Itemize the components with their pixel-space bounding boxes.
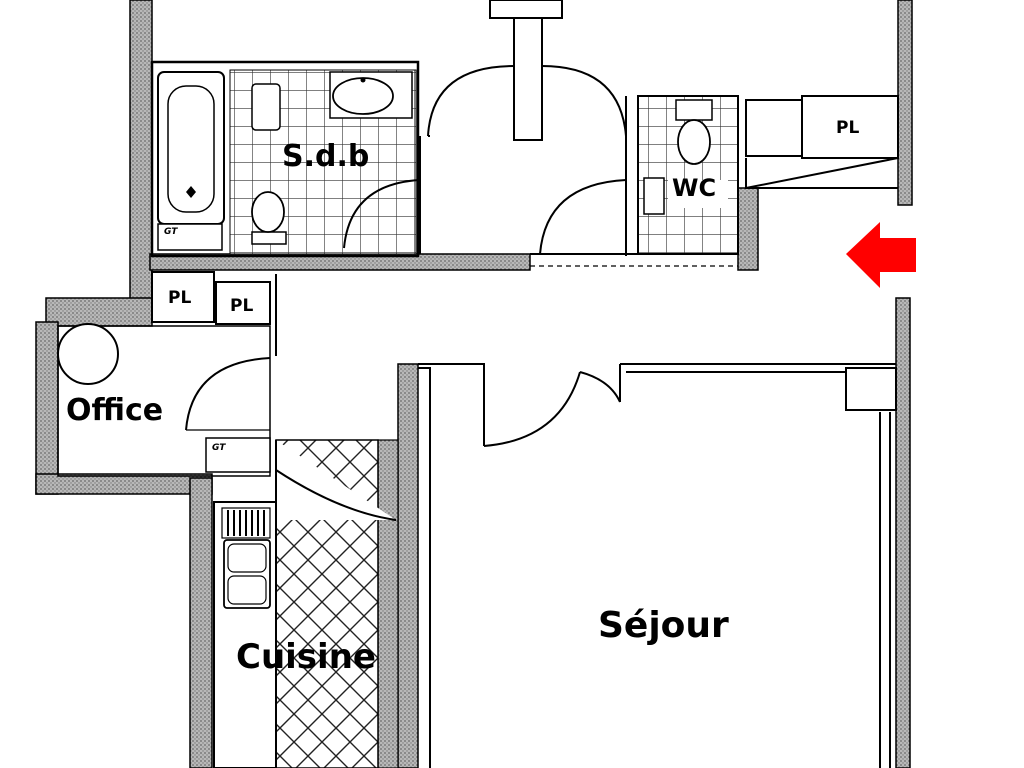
wc-room [637, 95, 739, 255]
arrow-left-icon [846, 222, 916, 288]
closet-label-left-1: PL [168, 288, 192, 308]
water-heater [57, 323, 119, 385]
kitchen [205, 437, 397, 768]
corridor-doors [343, 0, 739, 267]
gt-label-bath: GT [164, 227, 178, 237]
bathroom [150, 60, 420, 258]
living-room [418, 363, 897, 768]
closet-label-left-2: PL [230, 296, 254, 316]
office-room [57, 323, 271, 477]
wc-toilet [677, 119, 711, 165]
room-label-sejour: Séjour [598, 605, 729, 646]
closets-top-right [745, 95, 899, 189]
entry-corridor [151, 271, 277, 356]
room-label-office: Office [66, 393, 164, 428]
room-label-cuisine: Cuisine [236, 637, 376, 677]
gt-box-kitchen [205, 437, 271, 473]
room-label-wc: WC [672, 174, 717, 202]
walls [35, 0, 913, 768]
room-label-sdb: S.d.b [282, 139, 370, 174]
gt-box-bath [157, 223, 223, 251]
bath-toilet [251, 191, 285, 233]
gt-label-kitchen: GT [212, 443, 226, 453]
bidet [251, 83, 281, 131]
closet-label-top-right: PL [836, 118, 860, 138]
